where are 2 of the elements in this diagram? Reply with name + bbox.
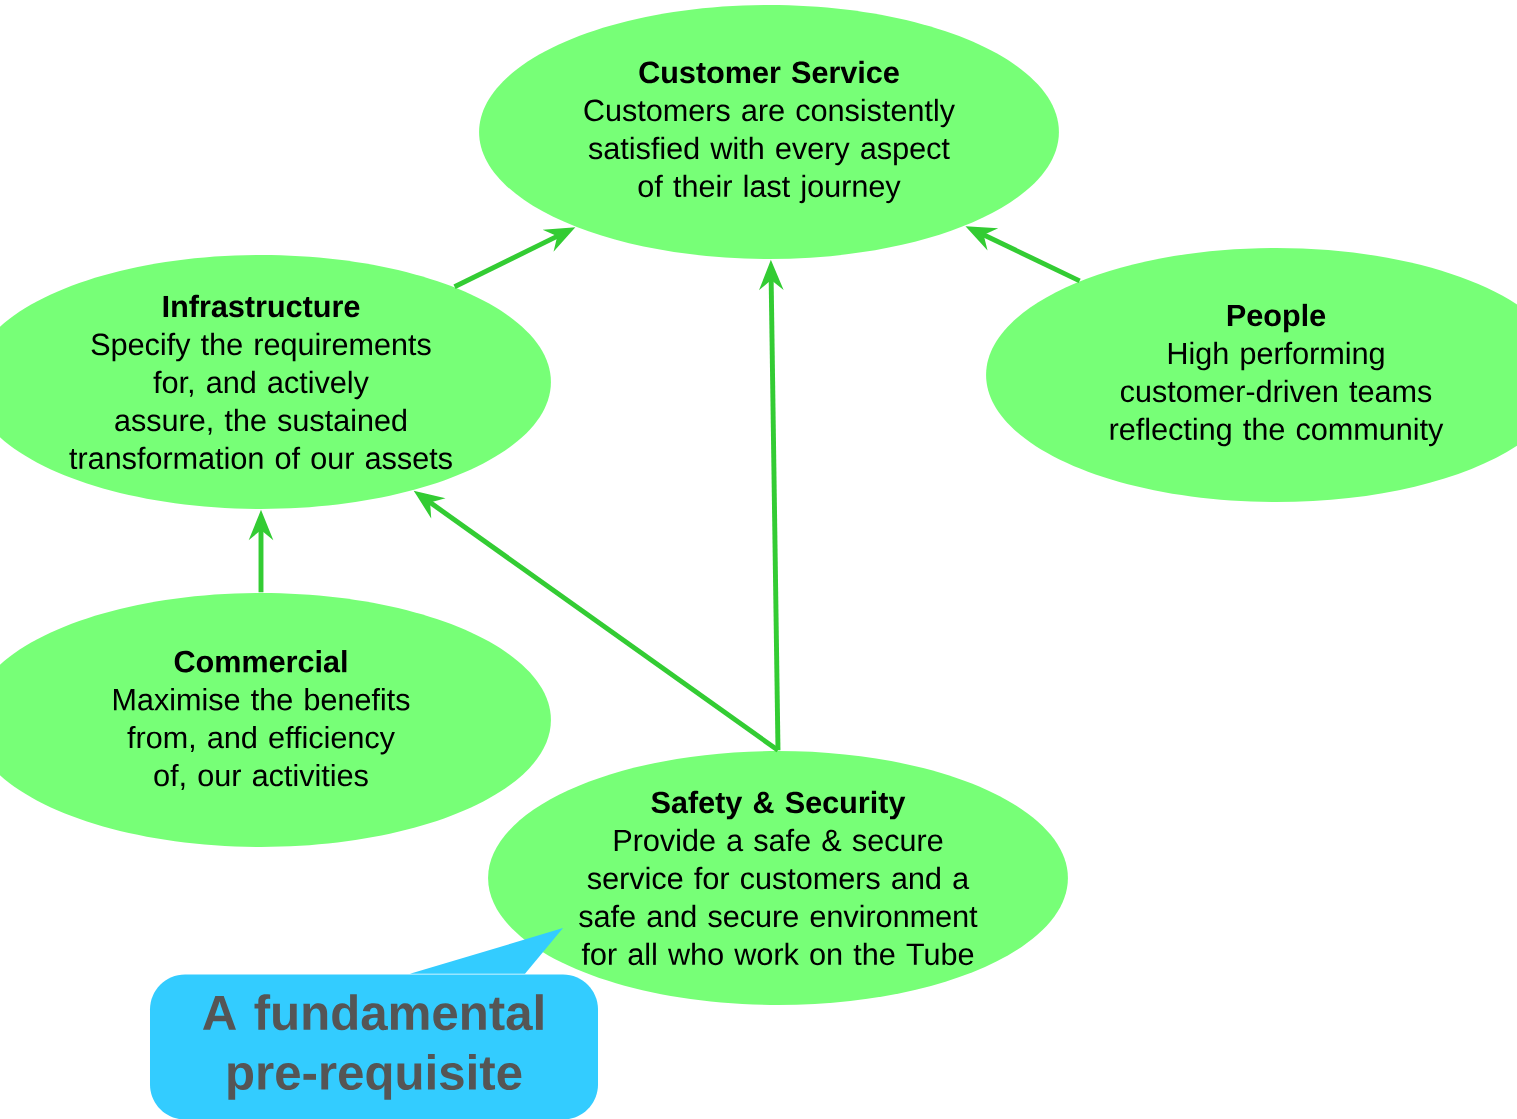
callout-pointer (410, 928, 563, 974)
ellipse-node: Customer Service Customers are consistently satisfied with every aspect of their last journey (479, 5, 1059, 259)
